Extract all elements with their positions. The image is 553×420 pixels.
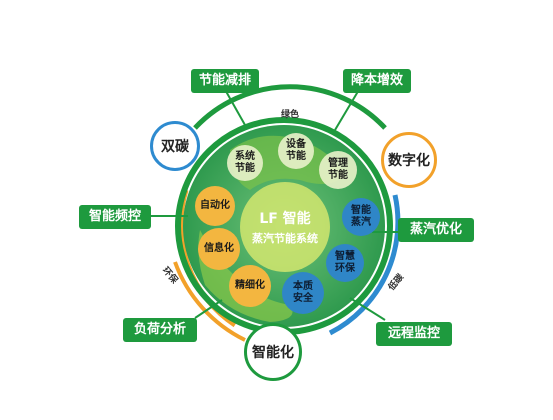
node-management-saving: 管理 节能: [319, 151, 357, 189]
circle-dual-carbon: 双碳: [150, 121, 200, 171]
tag-cost-down: 降本增效: [343, 69, 411, 93]
node-automation: 自动化: [195, 186, 235, 226]
top-green-arc: [193, 84, 387, 130]
land-shape: [198, 230, 293, 322]
connector-line: [194, 299, 223, 319]
right-blue-arc: [328, 194, 401, 336]
ring-label-top: 绿色: [281, 108, 299, 120]
circle-digitalization: 数字化: [381, 132, 437, 188]
node-informatization: 信息化: [198, 228, 240, 270]
tag-energy-saving: 节能减排: [191, 69, 259, 93]
tag-freq-control: 智能频控: [79, 205, 151, 229]
circle-intelligent: 智能化: [244, 323, 302, 381]
tag-steam-optimization: 蒸汽优化: [398, 218, 474, 242]
node-system-saving: 系统 节能: [227, 145, 263, 181]
node-device-saving: 设备 节能: [278, 133, 314, 169]
center-subtitle: 蒸汽节能系统: [252, 232, 318, 245]
node-smart-steam: 智能 蒸汽: [342, 198, 380, 236]
center-core: LF 智能 蒸汽节能系统: [240, 182, 330, 272]
node-intrinsic-safety: 本质 安全: [282, 272, 324, 314]
center-title: LF 智能: [259, 211, 311, 227]
tag-remote-monitor: 远程监控: [376, 322, 452, 346]
node-refinement: 精细化: [229, 265, 271, 307]
connector-line: [349, 297, 386, 321]
tag-load-analysis: 负荷分析: [123, 318, 197, 342]
node-smart-env: 智慧 环保: [326, 244, 364, 282]
connector-line: [334, 87, 361, 131]
left-lower-orange-arc: [173, 261, 246, 342]
